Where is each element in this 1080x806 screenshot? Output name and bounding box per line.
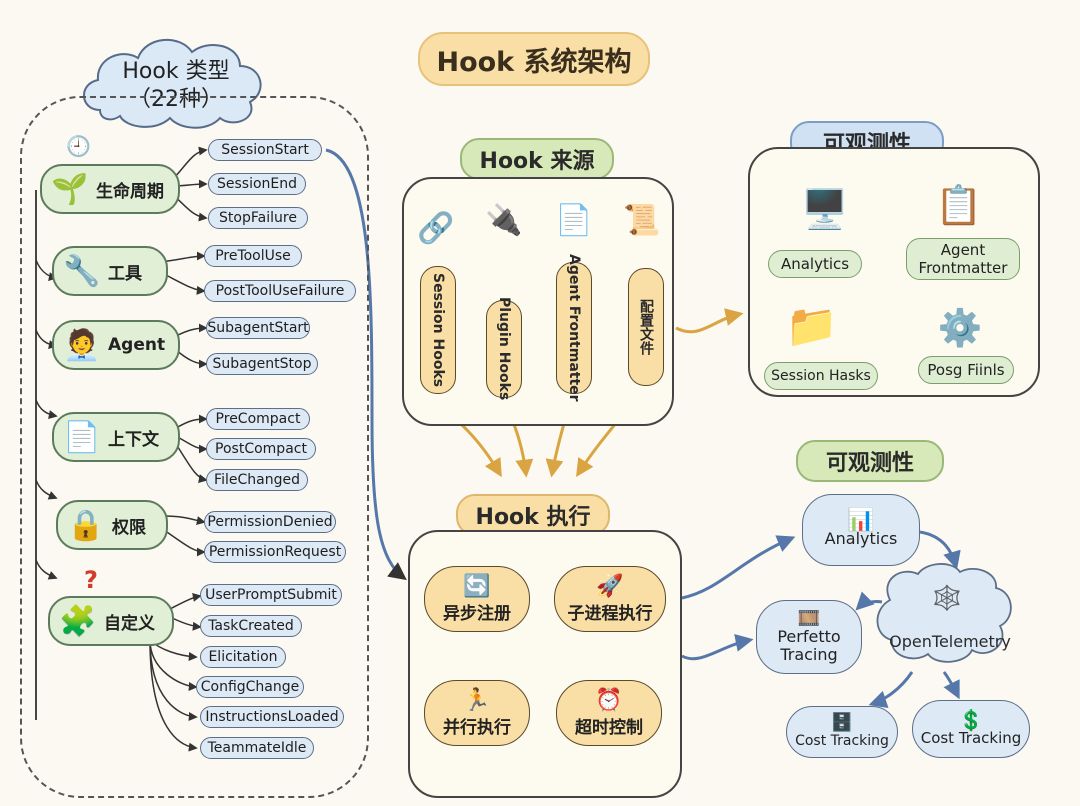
event-postcompact[interactable]: PostCompact <box>206 438 316 460</box>
database-icon: 🗄️ <box>830 712 854 733</box>
event-stopfailure[interactable]: StopFailure <box>208 207 308 229</box>
category-context[interactable]: 📄 上下文 <box>52 412 180 462</box>
node-analytics[interactable]: 📊 Analytics <box>802 494 920 566</box>
runners-icon: 🏃 <box>463 687 491 713</box>
node-cost-tracking-2[interactable]: 💲 Cost Tracking <box>912 700 1030 758</box>
node-label-2: Tracing <box>780 645 838 664</box>
otel-cloud <box>876 563 1012 663</box>
node-cost-tracking-1[interactable]: 🗄️ Cost Tracking <box>786 706 898 758</box>
exec-label: 超时控制 <box>575 717 643 738</box>
question-mark-icon: ? <box>84 566 98 594</box>
clipboard-magnifier-icon: 📋 <box>935 182 983 227</box>
source-label: Plugin Hooks <box>496 297 512 401</box>
event-teammateidle[interactable]: TeammateIdle <box>200 737 314 759</box>
film-play-icon: 🎞️ <box>797 608 821 629</box>
event-permissiondenied[interactable]: PermissionDenied <box>204 511 336 533</box>
category-label: 自定义 <box>104 613 155 634</box>
category-custom[interactable]: 🧩 自定义 <box>48 596 174 646</box>
network-icon: 🕸️ <box>932 584 962 612</box>
event-configchange[interactable]: ConfigChange <box>196 676 304 698</box>
source-session-hooks[interactable]: Session Hooks <box>420 266 456 394</box>
event-instructionsloaded[interactable]: InstructionsLoaded <box>200 706 344 728</box>
exec-parallel[interactable]: 🏃 并行执行 <box>424 680 530 746</box>
source-config-file[interactable]: 配置文件 <box>628 268 664 386</box>
exec-label: 异步注册 <box>443 603 511 624</box>
tools-icon: 🔧 <box>63 253 101 289</box>
document-icon: 📄 <box>555 202 593 238</box>
event-precompact[interactable]: PreCompact <box>206 408 310 430</box>
source-plugin-hooks[interactable]: Plugin Hooks <box>486 297 522 401</box>
node-opentelemetry[interactable]: OpenTelemetry <box>889 632 1011 651</box>
source-label: Agent Frontmatter <box>566 254 582 402</box>
rocket-icon: 🚀 <box>596 573 624 599</box>
event-filechanged[interactable]: FileChanged <box>206 469 308 491</box>
padlock-icon: 🔒 <box>67 507 105 543</box>
hook-types-title: Hook 类型 （22种） <box>96 58 256 114</box>
node-label-1: Perfetto <box>777 627 841 646</box>
coin-icon: 💲 <box>958 708 984 732</box>
event-sessionstart[interactable]: SessionStart <box>208 139 322 161</box>
event-pretooluse[interactable]: PreToolUse <box>204 245 302 267</box>
event-posttoolusefailure[interactable]: PostToolUseFailure <box>204 280 356 302</box>
folder-icon: 📁 <box>785 301 839 350</box>
event-elicitation[interactable]: Elicitation <box>200 646 286 668</box>
node-label: Analytics <box>824 529 898 548</box>
source-agent-frontmatter[interactable]: Agent Frontmatter <box>556 254 592 402</box>
category-permissions[interactable]: 🔒 权限 <box>56 500 168 550</box>
page-title: Hook 系统架构 <box>418 32 650 86</box>
person-icon: 🧑‍💼 <box>63 327 101 363</box>
obs-analytics[interactable]: Analytics <box>768 250 862 278</box>
event-sessionend[interactable]: SessionEnd <box>208 173 306 195</box>
category-label: 上下文 <box>108 429 159 450</box>
hook-sources-title: Hook 来源 <box>460 138 614 180</box>
event-permissionrequest[interactable]: PermissionRequest <box>204 541 346 563</box>
plug-icon: 🔌 <box>485 202 523 238</box>
cycle-arrows-icon: 🔄 <box>463 573 491 599</box>
exec-async-register[interactable]: 🔄 异步注册 <box>424 566 530 632</box>
hook-types-title-line2: （22种） <box>129 87 223 112</box>
node-label: Cost Tracking <box>920 729 1022 747</box>
puzzle-question-icon: 🧩 <box>59 603 97 639</box>
document-magnifier-icon: 📄 <box>63 419 101 455</box>
monitor-eye-icon: 🖥️ <box>801 186 849 231</box>
category-tools[interactable]: 🔧 工具 <box>52 246 168 296</box>
node-label: Cost Tracking <box>795 733 889 749</box>
category-label: 生命周期 <box>96 181 164 202</box>
node-perfetto[interactable]: 🎞️ Perfetto Tracing <box>756 600 862 674</box>
category-label: 权限 <box>112 517 146 538</box>
exec-label: 并行执行 <box>443 717 511 738</box>
exec-label: 子进程执行 <box>567 603 653 624</box>
hook-types-container <box>20 96 369 798</box>
alarm-clock-icon: ⏰ <box>595 687 623 713</box>
node-graph-icon: 🔗 <box>417 210 455 246</box>
event-subagentstop[interactable]: SubagentStop <box>206 353 318 375</box>
scroll-gear-icon: 📜 <box>623 202 661 238</box>
sprout-clock-icon: 🌱 <box>51 171 89 207</box>
event-userpromptsubmit[interactable]: UserPromptSubmit <box>200 584 342 606</box>
exec-timeout[interactable]: ⏰ 超时控制 <box>556 680 662 746</box>
category-label: Agent <box>108 335 166 355</box>
obs-agent-frontmatter[interactable]: Agent Frontmatter <box>906 238 1020 280</box>
source-label: 配置文件 <box>638 299 654 355</box>
window-gear-icon: ⚙️ <box>937 308 983 349</box>
obs-session-hasks[interactable]: Session Hasks <box>764 362 878 390</box>
category-label: 工具 <box>108 263 142 284</box>
hook-types-cloud <box>83 38 262 129</box>
event-subagentstart[interactable]: SubagentStart <box>206 317 310 339</box>
hook-types-title-line1: Hook 类型 <box>122 59 230 84</box>
source-label: Session Hooks <box>430 272 446 388</box>
category-lifecycle[interactable]: 🌱 生命周期 <box>40 164 180 214</box>
bar-chart-icon: 📊 <box>847 508 875 533</box>
clock-icon: 🕘 <box>66 134 91 158</box>
exec-subprocess[interactable]: 🚀 子进程执行 <box>554 566 666 632</box>
observability-bottom-title: 可观测性 <box>796 440 944 482</box>
obs-posg-fiinls[interactable]: Posg Fiinls <box>918 356 1014 384</box>
category-agent[interactable]: 🧑‍💼 Agent <box>52 320 180 370</box>
event-taskcreated[interactable]: TaskCreated <box>200 615 302 637</box>
